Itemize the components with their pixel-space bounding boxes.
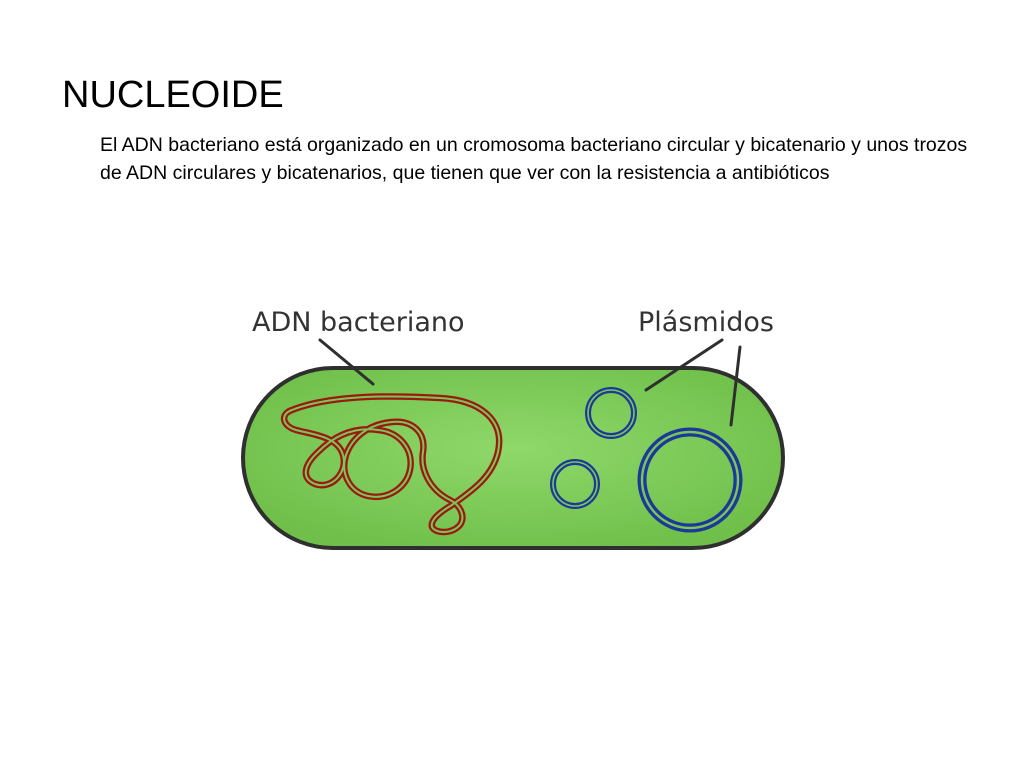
leader-line-plasmid-large [729,345,742,427]
slide-body-text: El ADN bacteriano está organizado en un … [100,134,968,184]
label-plasmids: Plásmidos [638,307,774,338]
leader-line-bacterial-dna [318,338,375,386]
label-bacterial-dna: ADN bacteriano [252,307,465,338]
slide-title: NUCLEOIDE [62,74,284,116]
plasmid-large [637,427,743,533]
leader-lines [318,338,742,427]
plasmid-ring-gap [640,430,740,530]
plasmid-small-bottom [550,459,600,509]
plasmid-small-top [585,387,637,439]
bacterial-dna-strand-inner [283,395,501,533]
leader-line-plasmid-small [644,338,724,392]
plasmid-ring-gap [587,389,635,437]
plasmid-ring-gap [552,461,598,507]
bacterial-dna [281,393,503,536]
bacterial-cell [241,366,785,550]
